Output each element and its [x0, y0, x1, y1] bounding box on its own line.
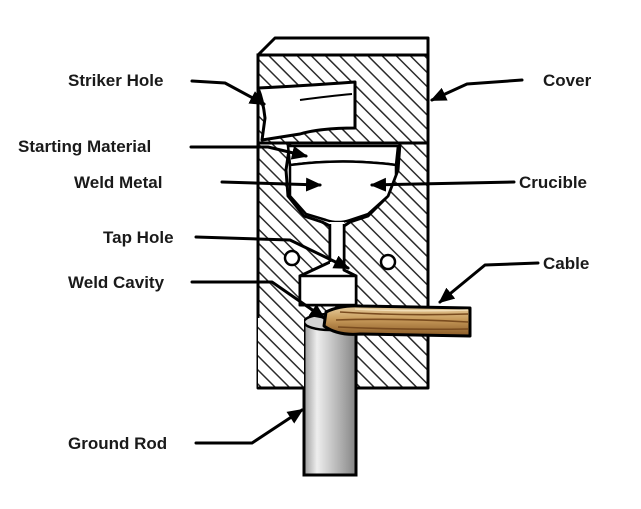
leader-weld-metal [220, 177, 322, 192]
label-weld-metal: Weld Metal [74, 173, 162, 192]
weld-cavity [298, 274, 358, 307]
label-cable: Cable [543, 254, 589, 273]
ground-rod-cavity-cover [258, 318, 304, 388]
cover-lid-top [256, 36, 430, 57]
label-crucible: Crucible [519, 173, 587, 192]
leader-tap-hole [194, 235, 350, 270]
vent-hole-right [379, 253, 397, 271]
label-weld-cavity: Weld Cavity [68, 273, 165, 292]
label-ground-rod: Ground Rod [68, 434, 167, 453]
cover-block [256, 36, 430, 145]
cable [322, 304, 472, 338]
cable-strand-2 [335, 318, 469, 323]
leader-ground-rod [194, 408, 304, 445]
leader-lines [189, 78, 540, 445]
cable-strand-4 [354, 308, 469, 312]
leader-cover [430, 78, 524, 102]
label-starting-material: Starting Material [18, 137, 151, 156]
cable-strand-3 [337, 326, 469, 331]
leader-starting-material [189, 145, 308, 160]
vent-hole-left [283, 249, 301, 267]
striker-hole-inner-line [299, 93, 353, 101]
label-tap-hole: Tap Hole [103, 228, 174, 247]
cable-strand-1 [339, 311, 469, 316]
crucible-cup [288, 160, 398, 224]
leader-crucible [370, 177, 516, 192]
labels: Striker Hole Cover Starting Material Wel… [18, 71, 592, 453]
label-striker-hole: Striker Hole [68, 71, 163, 90]
leader-striker-hole [190, 79, 266, 106]
leader-cable [438, 261, 540, 304]
label-cover: Cover [543, 71, 592, 90]
leader-weld-cavity [190, 280, 326, 320]
ground-rod-shaft [302, 320, 358, 477]
ground-rod [258, 312, 428, 477]
